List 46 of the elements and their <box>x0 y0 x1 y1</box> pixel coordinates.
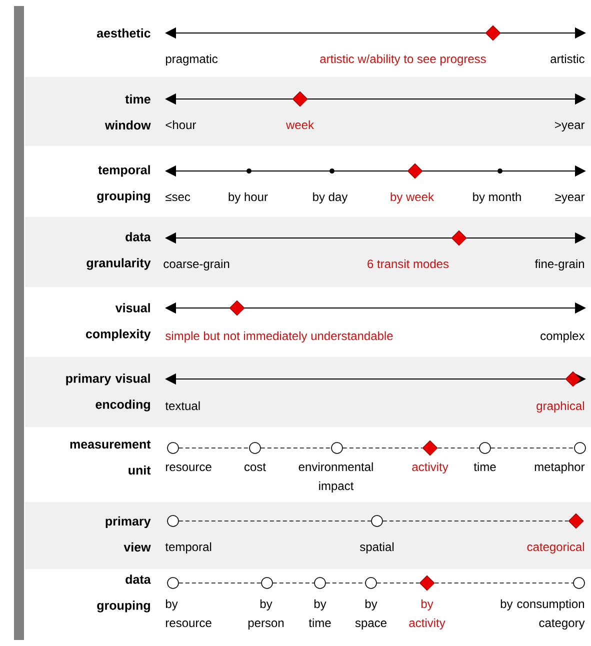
scale-label: environmental impact <box>298 462 373 492</box>
dashed-connector <box>178 520 372 522</box>
scale-label: coarse-grain <box>164 259 230 270</box>
scale-label: by space <box>355 599 386 630</box>
scale-label: resource <box>166 464 212 472</box>
scale-label: artistic w/ability to see progress <box>320 54 486 66</box>
dashed-connector <box>376 582 420 584</box>
scale-label: by consumption category <box>500 599 585 630</box>
dashed-connector <box>326 582 366 584</box>
scale-label: pragmatic <box>166 54 218 66</box>
row-title: data grouping <box>97 574 151 612</box>
scale-label: by person <box>248 599 284 630</box>
scale-label: ≤sec <box>166 194 190 202</box>
dashed-connector <box>272 582 314 584</box>
scale-label: by day <box>313 192 348 204</box>
row-title: measurement unit <box>70 440 151 475</box>
row-title: temporal grouping <box>97 165 150 203</box>
scale-label: by hour <box>228 192 268 204</box>
scale-label: simple but not immediately understandable <box>166 331 393 342</box>
scale-label: by time <box>308 599 331 628</box>
scale-label: 6 transit modes <box>368 259 449 268</box>
scale-label: by activity <box>409 599 446 630</box>
scale-label: week <box>286 120 314 130</box>
row-title: aesthetic <box>96 28 150 38</box>
dashed-connector <box>434 582 574 584</box>
scale-label: by week <box>390 192 434 204</box>
scale-label: textual <box>165 401 200 410</box>
scale-label: complex <box>540 331 585 342</box>
scale-label: spatial <box>360 542 394 554</box>
scale-label: by resource <box>166 599 212 628</box>
scale-label: fine-grain <box>534 259 584 270</box>
scale-label: metaphor <box>534 462 585 474</box>
scale-label: >year <box>555 122 585 132</box>
scale-label: time <box>474 462 496 472</box>
scale-label: activity <box>412 462 448 474</box>
dashed-connector <box>382 520 569 522</box>
scale-label: temporal <box>165 542 212 554</box>
row-title: visual complexity <box>86 303 151 341</box>
scale-label: by month <box>473 192 521 204</box>
scale-label: graphical <box>536 401 584 412</box>
scale-label: <hour <box>166 120 196 130</box>
dashed-connector <box>178 582 262 584</box>
scale-label: cost <box>244 463 266 472</box>
scale-label: artistic <box>550 54 584 64</box>
scale-label: ≥year <box>555 194 585 204</box>
scale-label: categorical <box>527 542 584 554</box>
